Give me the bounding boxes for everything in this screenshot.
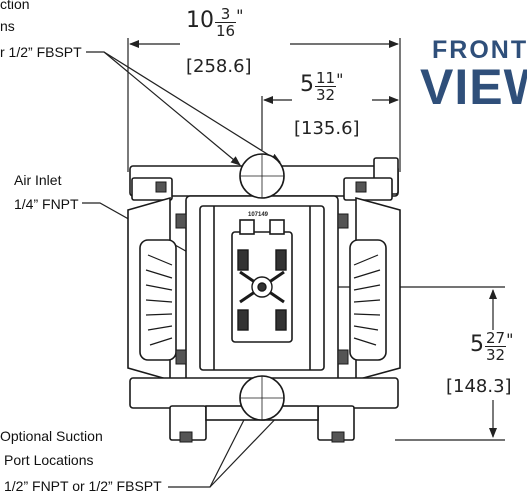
center-height-metric: [148.3] bbox=[446, 376, 512, 397]
air-valve bbox=[237, 249, 287, 331]
half-width-dimension bbox=[261, 96, 399, 150]
right-diaphragm bbox=[353, 254, 381, 346]
bottom-suction-line-3: 1/2” FNPT or 1/2” FBSPT bbox=[4, 478, 162, 494]
top-suction-line-1: ction bbox=[0, 0, 30, 12]
half-width-metric: [135.6] bbox=[294, 118, 360, 139]
bottom-suction-line-1: Optional Suction bbox=[0, 428, 103, 444]
top-suction-line-3: r 1/2” FBSPT bbox=[0, 44, 82, 60]
overall-width-dimension bbox=[127, 38, 401, 172]
clamp-bolts bbox=[155, 181, 367, 443]
bottom-suction-port bbox=[239, 375, 285, 421]
title-front: FRONT bbox=[432, 36, 527, 64]
left-diaphragm bbox=[145, 254, 173, 346]
bottom-suction-line-2: Port Locations bbox=[4, 452, 94, 468]
top-suction-port bbox=[239, 153, 285, 199]
stamp-text: 107149 bbox=[248, 212, 269, 218]
title-view: VIEW bbox=[420, 59, 527, 115]
air-inlet-line-1: Air Inlet bbox=[14, 172, 62, 188]
overall-width-metric: [258.6] bbox=[186, 56, 252, 77]
top-suction-line-2: ns bbox=[0, 18, 15, 34]
air-inlet-line-2: 1/4” FNPT bbox=[14, 196, 79, 212]
